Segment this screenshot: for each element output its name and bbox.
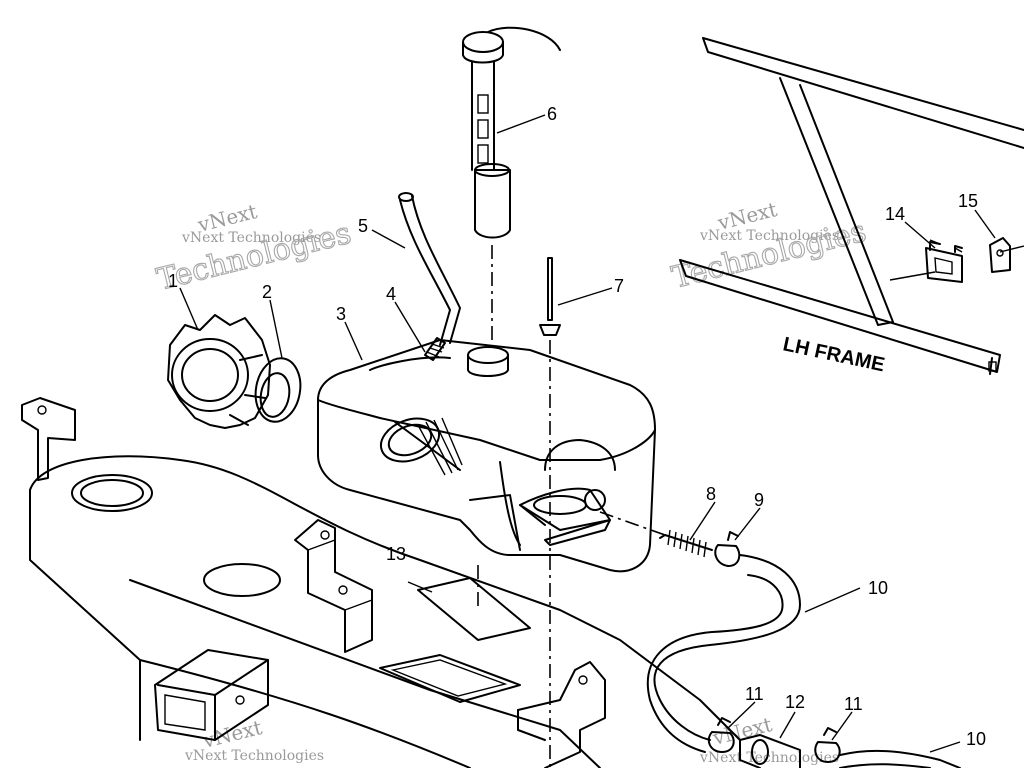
frame-label: LH FRAME [781, 333, 887, 376]
breather-hose-part-5 [398, 192, 461, 346]
fitting-part-8 [599, 511, 713, 558]
callout-label: 10 [966, 729, 986, 749]
fuel-hose-part-10 [646, 554, 961, 768]
callout-label: 15 [958, 191, 978, 211]
callout-label: 12 [785, 692, 805, 712]
watermark-company: vNext Technologies [699, 750, 839, 766]
watermark-company: vNext Technologies [699, 228, 839, 244]
watermark-big: Technologies [153, 216, 354, 298]
callout-label: 4 [386, 284, 396, 304]
callout-label: 9 [754, 490, 764, 510]
callout-label: 2 [262, 282, 272, 302]
fuel-gauge-part-6 [462, 26, 561, 340]
callout-label: 7 [614, 276, 624, 296]
clamp-part-9 [714, 531, 741, 567]
callout-label: 11 [844, 694, 863, 714]
watermark-company: vNext Technologies [181, 230, 321, 246]
leader-lines [179, 114, 996, 753]
watermark-group: vNext vNext Technologies Technologies vN… [153, 197, 870, 766]
callout-label: 8 [706, 484, 716, 504]
chassis-crossmember [21, 397, 741, 768]
pad-part-13 [417, 565, 531, 641]
fuel-tank-part-3 [317, 337, 656, 573]
callout-label: 5 [358, 216, 368, 236]
fuel-filter-part-12 [739, 734, 801, 768]
callout-label: 13 [386, 544, 406, 564]
strap-part-7 [539, 257, 561, 768]
hose-clamp-part-11 [707, 717, 735, 753]
gas-cap-part-1 [167, 314, 271, 429]
clip-part-14 [925, 239, 963, 283]
callout-label: 3 [336, 304, 346, 324]
hose-clamp-part-11 [814, 727, 841, 763]
bracket-part-15 [989, 237, 1011, 273]
gasket-part-2 [254, 357, 302, 423]
callout-label: 10 [868, 578, 888, 598]
callout-label: 6 [547, 104, 557, 124]
callouts: 1 2 3 4 5 6 7 8 9 10 10 11 11 12 13 14 1… [168, 104, 986, 749]
callout-label: 1 [168, 271, 178, 291]
callout-label: 14 [885, 204, 905, 224]
callout-label: 11 [745, 684, 764, 704]
watermark-company: vNext Technologies [184, 748, 324, 764]
